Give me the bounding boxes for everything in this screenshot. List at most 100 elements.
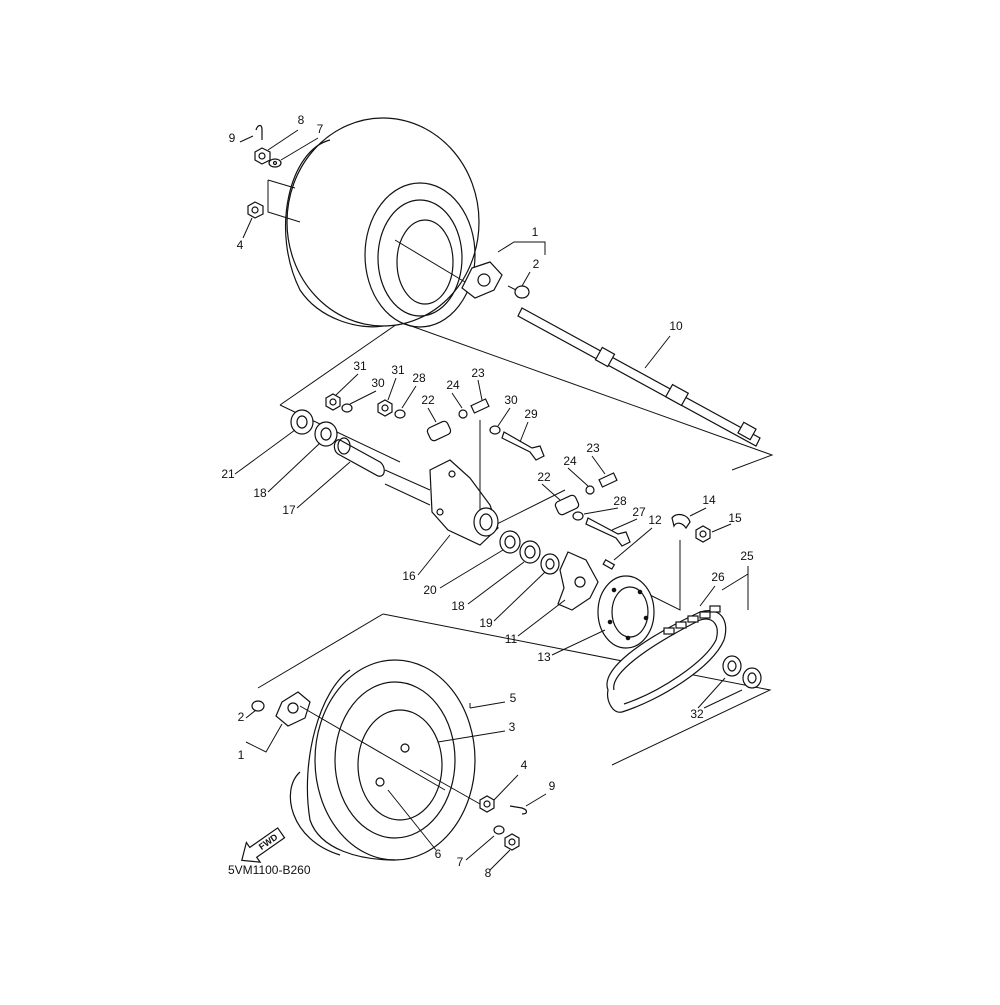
nut-icon: [325, 393, 341, 411]
callout-c24a: 24: [446, 378, 460, 392]
callout-c14: 14: [702, 493, 716, 507]
clip-icon: [671, 513, 691, 530]
nut-icon: [377, 399, 393, 417]
callout-c19: 19: [479, 616, 493, 630]
sprocket-assembly: [517, 551, 655, 656]
callout-c2b: 2: [238, 710, 245, 724]
nut-icon: [479, 795, 495, 813]
upper-left-hardware: [239, 124, 319, 239]
adjuster-icon: [426, 420, 452, 442]
sprocket-hub-icon: [557, 551, 599, 611]
callout-c28b: 28: [613, 494, 627, 508]
washer-icon: [585, 485, 595, 495]
callout-c10: 10: [669, 319, 683, 333]
washer-icon: [572, 511, 584, 521]
callout-c30b: 30: [504, 393, 518, 407]
roller-group: [697, 655, 762, 709]
callout-c1a: 1: [532, 225, 539, 239]
bolt-icon: [470, 398, 490, 414]
callout-c31a: 31: [353, 359, 367, 373]
lower-right-hardware: [419, 769, 547, 871]
callout-c21: 21: [221, 467, 235, 481]
washer-icon: [493, 825, 505, 835]
bolt-icon: [514, 285, 530, 299]
callout-c12: 12: [648, 513, 662, 527]
nut-icon: [695, 525, 711, 543]
collar-icon: [333, 439, 385, 477]
hub-icon: [275, 691, 311, 727]
pin-icon: [602, 558, 616, 570]
callout-c2a: 2: [533, 257, 540, 271]
callout-c25: 25: [740, 549, 754, 563]
cotter-pin-icon: [509, 805, 528, 815]
axle: [517, 307, 761, 447]
callout-c17: 17: [282, 503, 296, 517]
chain-assembly: [606, 566, 749, 713]
bearing-icon: [519, 540, 541, 564]
callout-c15: 15: [728, 511, 742, 525]
nut-icon: [254, 147, 271, 165]
callout-c28a: 28: [412, 371, 426, 385]
lower-frame-lines: [257, 613, 772, 766]
callout-c8b: 8: [485, 866, 492, 880]
roller-icon: [722, 655, 742, 677]
hub-icon: [461, 261, 503, 299]
callout-c5: 5: [510, 691, 517, 705]
callout-c29: 29: [524, 407, 538, 421]
right-hardware: [541, 455, 732, 570]
callout-c1b: 1: [238, 748, 245, 762]
callout-c26: 26: [711, 570, 725, 584]
seal-bearing-group: [439, 530, 560, 622]
chain-icon: [606, 610, 727, 713]
callout-c13: 13: [537, 650, 551, 664]
washer-icon: [268, 158, 282, 168]
nut-icon: [504, 833, 520, 851]
cotter-pin-icon: [255, 124, 263, 140]
bearing-group-left: [234, 409, 385, 509]
callout-c23a: 23: [471, 366, 485, 380]
callout-c32: 32: [690, 707, 704, 721]
callout-c7a: 7: [317, 122, 324, 136]
callout-c22b: 22: [537, 470, 551, 484]
callout-c9b: 9: [549, 779, 556, 793]
seal-icon: [499, 530, 521, 554]
callout-c27: 27: [632, 505, 646, 519]
callout-c8a: 8: [298, 113, 305, 127]
bearing-icon: [290, 409, 314, 435]
callout-c30a: 30: [371, 376, 385, 390]
callout-c18b: 18: [451, 599, 465, 613]
washer-icon: [394, 409, 406, 419]
callout-c24b: 24: [563, 454, 577, 468]
callout-c20: 20: [423, 583, 437, 597]
nut-icon: [247, 201, 264, 219]
callout-c4b: 4: [521, 758, 528, 772]
callout-c7b: 7: [457, 855, 464, 869]
lower-tire: [289, 659, 506, 861]
seal-icon: [540, 553, 560, 575]
callout-c16: 16: [402, 569, 416, 583]
axle-carrier: [417, 420, 499, 576]
bolt-icon: [251, 700, 265, 712]
bearing-icon: [314, 421, 338, 447]
washer-icon: [341, 403, 353, 413]
washer-icon: [458, 409, 468, 419]
callout-c22a: 22: [421, 393, 435, 407]
drawing-code: 5VM1100-B260: [228, 863, 311, 877]
adjuster-icon: [554, 494, 580, 516]
bolt-icon: [598, 472, 618, 488]
callout-c11: 11: [505, 632, 518, 646]
lower-hub: [245, 691, 446, 791]
roller-icon: [742, 667, 762, 689]
callout-c31b: 31: [391, 363, 405, 377]
bolt-icon: [501, 431, 545, 461]
upper-hub: [461, 241, 546, 299]
callout-c23b: 23: [586, 441, 600, 455]
upper-small-hardware: [325, 373, 545, 461]
master-link-icon: [663, 605, 721, 635]
bolt-icon: [585, 517, 631, 547]
callout-c4a: 4: [237, 238, 244, 252]
washer-icon: [489, 425, 501, 435]
